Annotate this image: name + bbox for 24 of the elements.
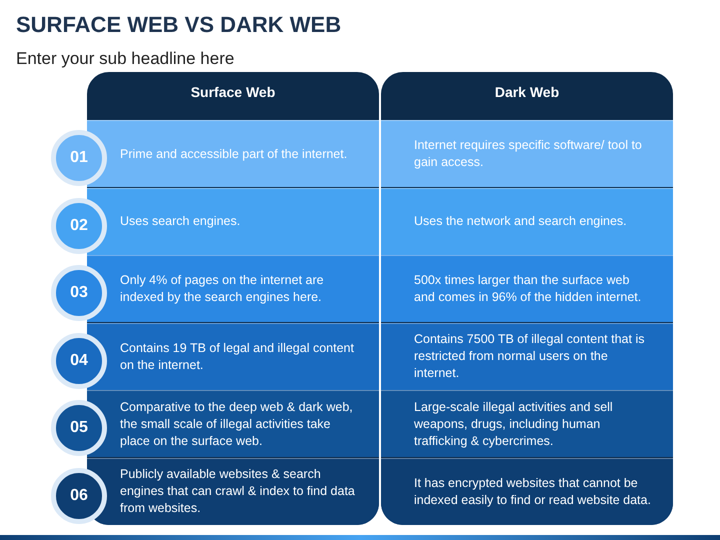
- table-cell: Uses the network and search engines.: [381, 188, 673, 254]
- table-cell: Prime and accessible part of the internet.: [87, 120, 379, 187]
- table-cell: Contains 7500 TB of illegal content that is restricted from normal users on the internet.: [381, 322, 673, 390]
- table-cell: Uses search engines.: [87, 188, 379, 254]
- column-header: Surface Web: [190, 84, 276, 100]
- title: SURFACE WEB VS DARK WEB: [16, 12, 342, 38]
- column-panel: [87, 72, 379, 525]
- table-cell: Only 4% of pages on the internet are indexed by the search engines here.: [87, 255, 379, 322]
- subtitle: Enter your sub headline here: [16, 49, 234, 69]
- number-badge: 02: [51, 198, 107, 254]
- number-badge: 03: [51, 265, 107, 321]
- column-header: Dark Web: [494, 84, 560, 100]
- table-cell: Comparative to the deep web & dark web, the small scale of illegal activities take place on the surface web.: [87, 390, 379, 457]
- table-cell: Publicly available websites & search engines that can crawl & index to find data from websites.: [87, 458, 379, 524]
- table-cell: Internet requires specific software/ tool to gain access.: [381, 120, 673, 187]
- table-cell: It has encrypted websites that cannot be indexed easily to find or read website data.: [381, 458, 673, 524]
- table-cell: Large-scale illegal activities and sell weapons, drugs, including human trafficking & cybercrimes.: [381, 390, 673, 457]
- number-badge: 06: [51, 468, 107, 524]
- table-cell: 500x times larger than the surface web and comes in 96% of the hidden internet.: [381, 255, 673, 322]
- table-cell: Contains 19 TB of legal and illegal content on the internet.: [87, 322, 379, 390]
- number-badge: 04: [51, 332, 107, 388]
- number-badge: 05: [51, 400, 107, 456]
- column-panel: [381, 72, 673, 525]
- number-badge: 01: [51, 130, 107, 186]
